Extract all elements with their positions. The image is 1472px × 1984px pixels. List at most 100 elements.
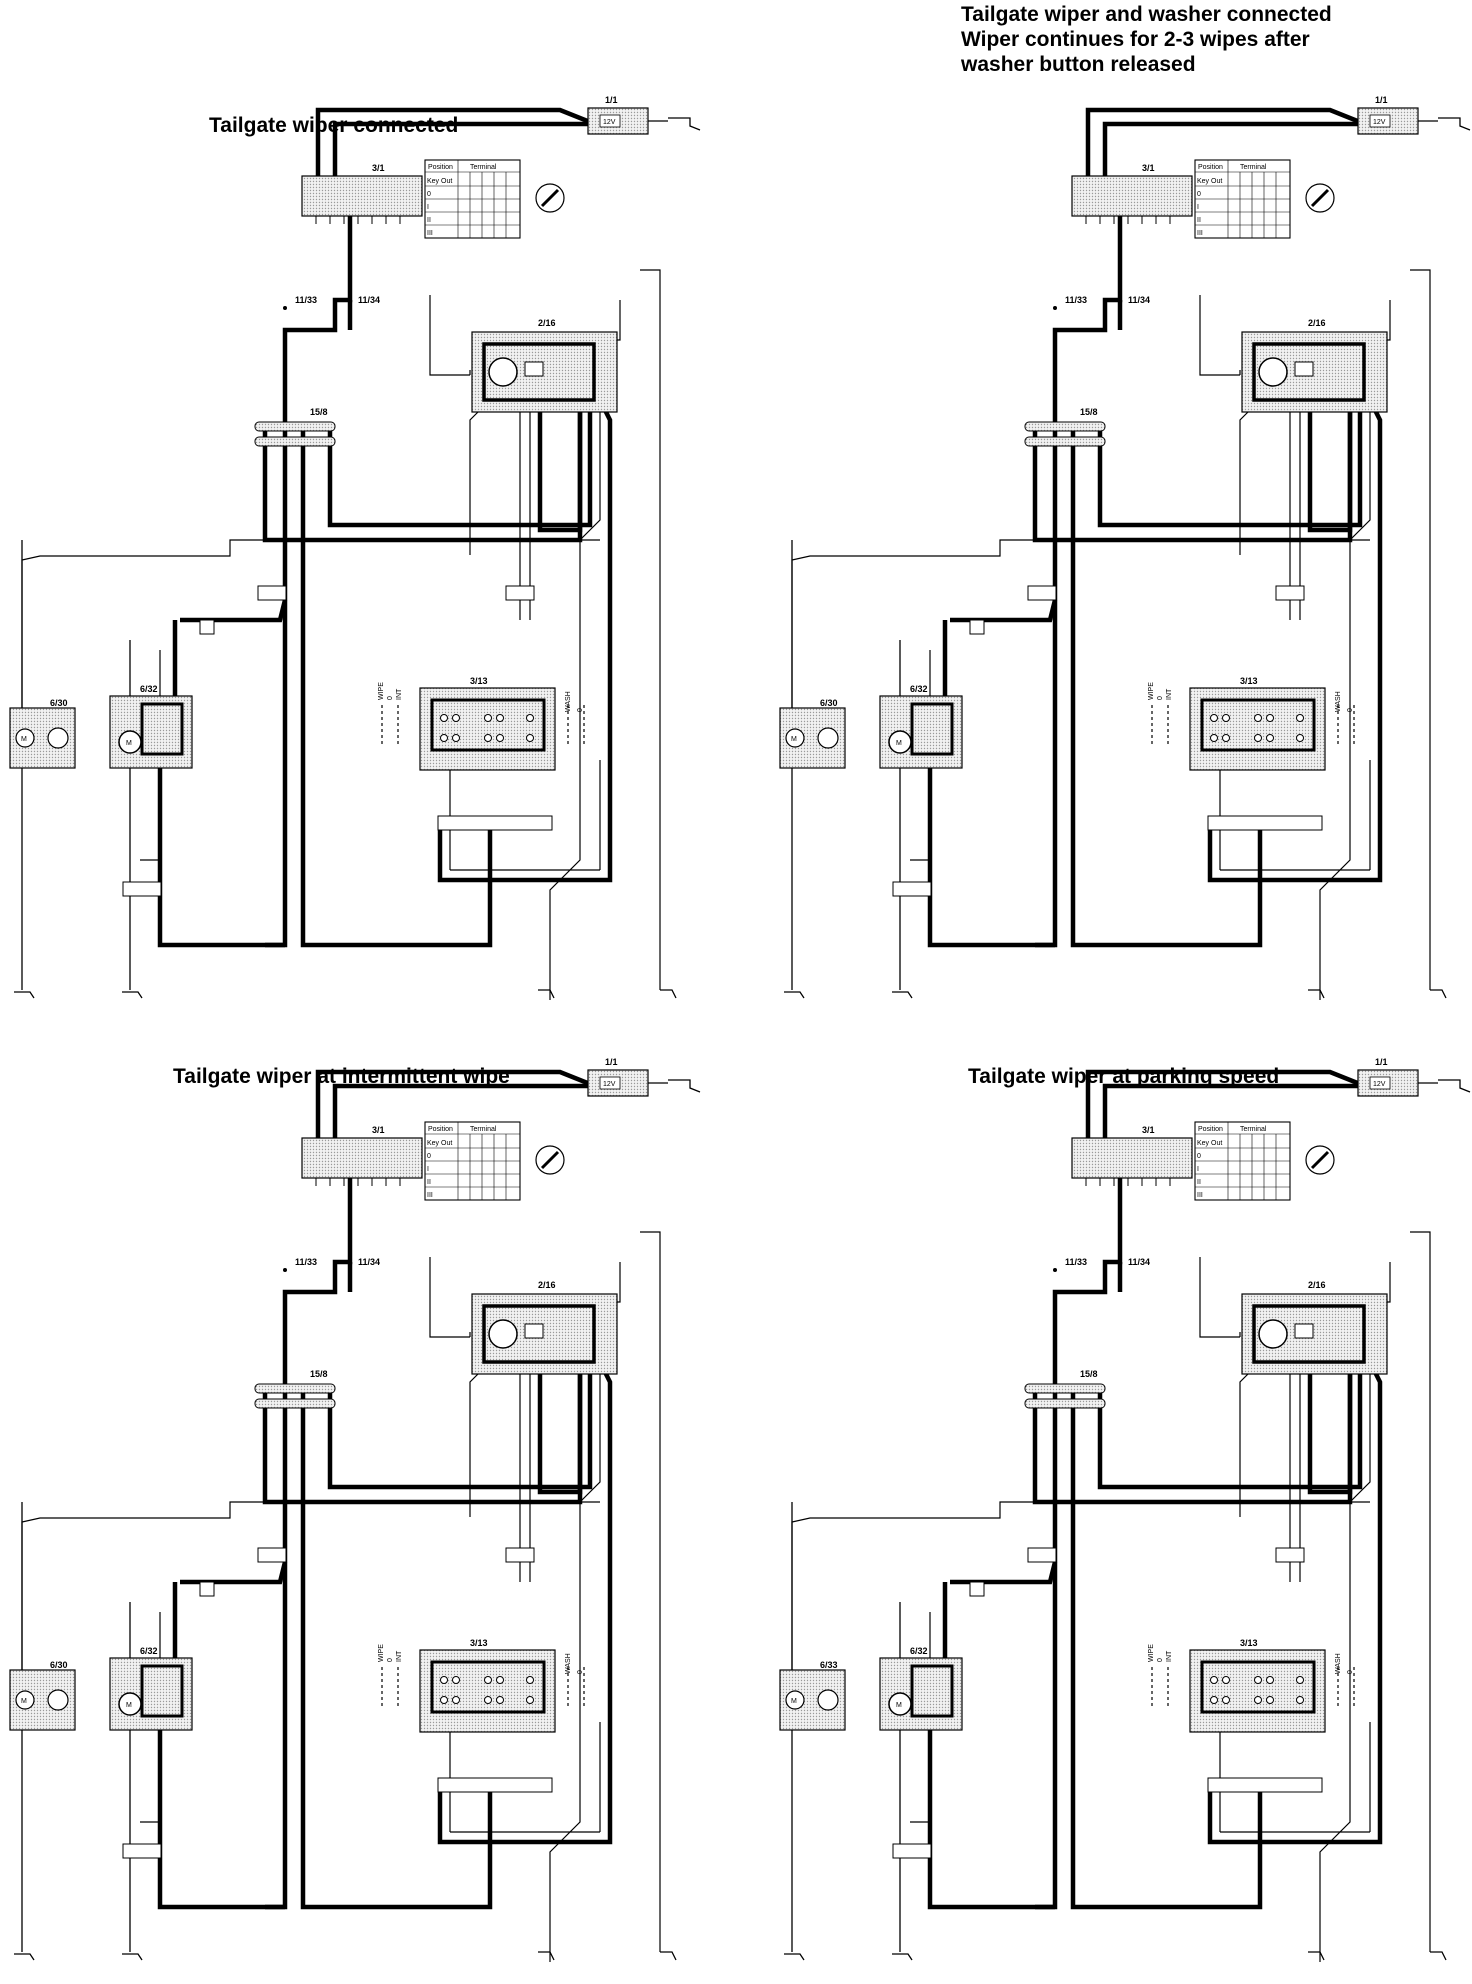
connector-a-label: 11/33 (1065, 295, 1087, 305)
panel-4-labels: 1/1 3/1 11/33 11/34 2/16 15/8 3/13 6/33 … (820, 1057, 1388, 1670)
panel-3-details: 12V Position Terminal Key Out 0 I II III… (21, 1081, 616, 1709)
table-header-terminal: Terminal (470, 164, 497, 171)
wiper-motor-symbol: M (896, 740, 902, 747)
wiper-motor-symbol: M (896, 1702, 902, 1709)
switch-wash-label: WASH (1335, 1653, 1342, 1674)
motor-label: 6/32 (910, 1646, 928, 1656)
switch-off-label: 0 (1157, 696, 1164, 700)
relay-label: 2/16 (538, 318, 556, 328)
relay-label: 2/16 (1308, 1280, 1326, 1290)
panel-4-details: 12V Position Terminal Key Out 0 I II III… (791, 1081, 1386, 1709)
junction-label: 15/8 (310, 1369, 328, 1379)
switch-int-label: INT (1166, 1650, 1173, 1662)
switch-wash-label: WASH (565, 691, 572, 712)
table-header-position: Position (1198, 164, 1223, 171)
switch-wipe-label: WIPE (378, 682, 385, 700)
switch-wash-off-label: 0 (577, 708, 584, 712)
battery-voltage: 12V (603, 119, 616, 126)
battery-voltage: 12V (603, 1081, 616, 1088)
table-header-terminal: Terminal (470, 1126, 497, 1133)
panel-2-diagram (780, 108, 1470, 1000)
ignition-switch-label: 3/1 (1142, 163, 1155, 173)
panel-2-title-line-1: Tailgate wiper and washer connected (961, 3, 1332, 26)
table-header-terminal: Terminal (1240, 164, 1267, 171)
table-header-position: Position (428, 1126, 453, 1133)
switch-wash-off-label: 0 (1347, 708, 1354, 712)
pump-label: 6/33 (820, 1660, 838, 1670)
connector-b-label: 11/34 (358, 295, 380, 305)
switch-wipe-label: WIPE (1148, 1644, 1155, 1662)
table-row-I: I (1197, 204, 1199, 211)
relay-label: 2/16 (1308, 318, 1326, 328)
junction-label: 15/8 (1080, 1369, 1098, 1379)
table-row-0: 0 (1197, 191, 1201, 198)
pump-motor-symbol: M (21, 736, 27, 743)
table-row-I: I (1197, 1166, 1199, 1173)
battery-voltage: 12V (1373, 1081, 1386, 1088)
pump-motor-symbol: M (791, 1698, 797, 1705)
connector-b-label: 11/34 (1128, 295, 1150, 305)
table-row-I: I (427, 204, 429, 211)
panel-2-title-line-2: Wiper continues for 2-3 wipes after (961, 28, 1310, 51)
ignition-switch-label: 3/1 (372, 163, 385, 173)
ignition-switch-label: 3/1 (1142, 1125, 1155, 1135)
junction-label: 15/8 (1080, 407, 1098, 417)
switch-off-label: 0 (387, 1658, 394, 1662)
battery-voltage: 12V (1373, 119, 1386, 126)
switch-off-label: 0 (1157, 1658, 1164, 1662)
table-row-II: II (1197, 1179, 1201, 1186)
panel-2-labels: 1/1 3/1 11/33 11/34 2/16 15/8 3/13 6/30 … (820, 95, 1388, 708)
table-row-III: III (1197, 1192, 1203, 1199)
pump-motor-symbol: M (21, 1698, 27, 1705)
ignition-switch-label: 3/1 (372, 1125, 385, 1135)
panel-3-diagram (10, 1070, 700, 1962)
connector-a-label: 11/33 (295, 1257, 317, 1267)
connector-b-label: 11/34 (1128, 1257, 1150, 1267)
table-row-II: II (427, 217, 431, 224)
relay-label: 2/16 (538, 1280, 556, 1290)
switch-label: 3/13 (1240, 676, 1258, 686)
connector-a-label: 11/33 (1065, 1257, 1087, 1267)
battery-label: 1/1 (1375, 1057, 1388, 1067)
pump-label: 6/30 (50, 698, 68, 708)
motor-label: 6/32 (140, 684, 158, 694)
switch-wipe-label: WIPE (378, 1644, 385, 1662)
table-row-0: 0 (427, 191, 431, 198)
panel-2-title-line-3: washer button released (961, 53, 1196, 76)
junction-label: 15/8 (310, 407, 328, 417)
table-row-0: 0 (427, 1153, 431, 1160)
pump-label: 6/30 (820, 698, 838, 708)
table-row-II: II (1197, 217, 1201, 224)
panel-1-diagram (10, 108, 700, 1000)
table-row-0: 0 (1197, 1153, 1201, 1160)
switch-wash-label: WASH (565, 1653, 572, 1674)
switch-label: 3/13 (470, 676, 488, 686)
connector-a-label: 11/33 (295, 295, 317, 305)
table-row-key-out: Key Out (1197, 178, 1222, 185)
panel-2-title: Tailgate wiper and washer connected Wipe… (961, 2, 1332, 77)
switch-wash-label: WASH (1335, 691, 1342, 712)
table-row-III: III (427, 1192, 433, 1199)
panel-1-labels: 1/1 3/1 11/33 11/34 2/16 15/8 3/13 6/30 … (50, 95, 618, 708)
pump-motor-symbol: M (791, 736, 797, 743)
switch-off-label: 0 (387, 696, 394, 700)
switch-int-label: INT (396, 688, 403, 700)
panel-3-labels: 1/1 3/1 11/33 11/34 2/16 15/8 3/13 6/30 … (50, 1057, 618, 1670)
panel-1-details: 12V Position Terminal Key Out 0 I II III… (21, 119, 616, 747)
panel-2-details: 12V Position Terminal Key Out 0 I II III… (791, 119, 1386, 747)
switch-int-label: INT (1166, 688, 1173, 700)
switch-label: 3/13 (470, 1638, 488, 1648)
table-row-III: III (427, 230, 433, 237)
battery-label: 1/1 (605, 1057, 618, 1067)
wiper-motor-symbol: M (126, 1702, 132, 1709)
table-row-II: II (427, 1179, 431, 1186)
battery-label: 1/1 (605, 95, 618, 105)
panel-4-diagram (780, 1070, 1470, 1962)
table-row-III: III (1197, 230, 1203, 237)
battery-label: 1/1 (1375, 95, 1388, 105)
switch-label: 3/13 (1240, 1638, 1258, 1648)
pump-label: 6/30 (50, 1660, 68, 1670)
switch-wipe-label: WIPE (1148, 682, 1155, 700)
table-header-terminal: Terminal (1240, 1126, 1267, 1133)
